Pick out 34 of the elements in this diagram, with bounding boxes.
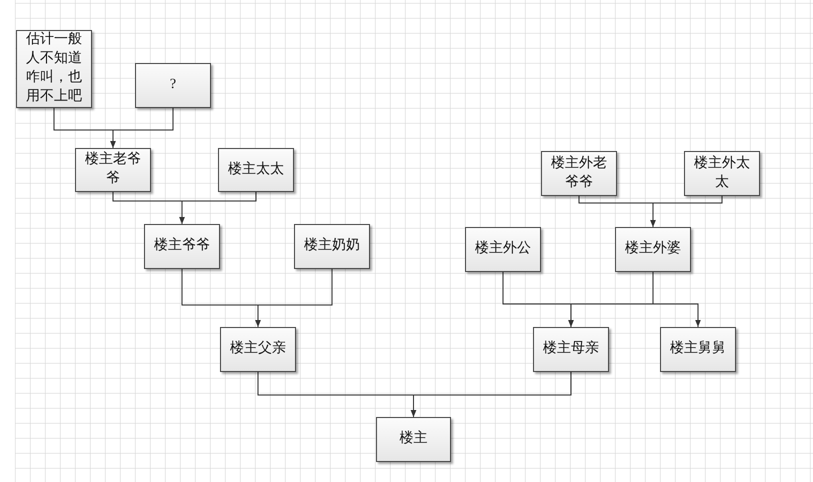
family-box: [660, 327, 736, 372]
person-label: 估计一般人不知道咋叫，也用不上吧: [25, 31, 83, 106]
family-box: [684, 151, 760, 196]
connector-arrow: [179, 192, 256, 224]
family-box: [220, 327, 296, 372]
connector-arrow: [650, 196, 722, 228]
family-box: [376, 417, 451, 462]
connector-arrow: [652, 272, 701, 328]
family-box: [294, 224, 370, 269]
person-label: 楼主外婆: [625, 240, 681, 258]
family-box: [135, 63, 211, 108]
person-label: 楼主外老爷爷: [550, 154, 608, 192]
person-label: 楼主: [400, 430, 428, 448]
person-label: 楼主父亲: [230, 340, 286, 358]
family-box: [465, 227, 541, 272]
connector-arrow: [110, 108, 174, 148]
family-box: [541, 151, 617, 196]
family-box: [75, 148, 151, 192]
person-label: 楼主奶奶: [304, 237, 360, 256]
family-box: [615, 227, 691, 272]
person-label: 楼主老爷爷: [84, 151, 142, 188]
person-label: 楼主太太: [228, 160, 284, 179]
person-label: 楼主母亲: [543, 340, 599, 358]
family-box: [533, 327, 609, 372]
person-label: 楼主舅舅: [670, 340, 726, 358]
connector-arrow: [255, 268, 332, 328]
family-box: [16, 30, 92, 108]
person-label: 楼主外太太: [693, 154, 751, 192]
person-label: ?: [170, 76, 176, 94]
family-box: [144, 224, 220, 269]
person-label: 楼主爷爷: [154, 237, 210, 256]
family-box: [218, 148, 294, 192]
connector-arrow: [410, 372, 572, 418]
person-label: 楼主外公: [475, 240, 531, 258]
